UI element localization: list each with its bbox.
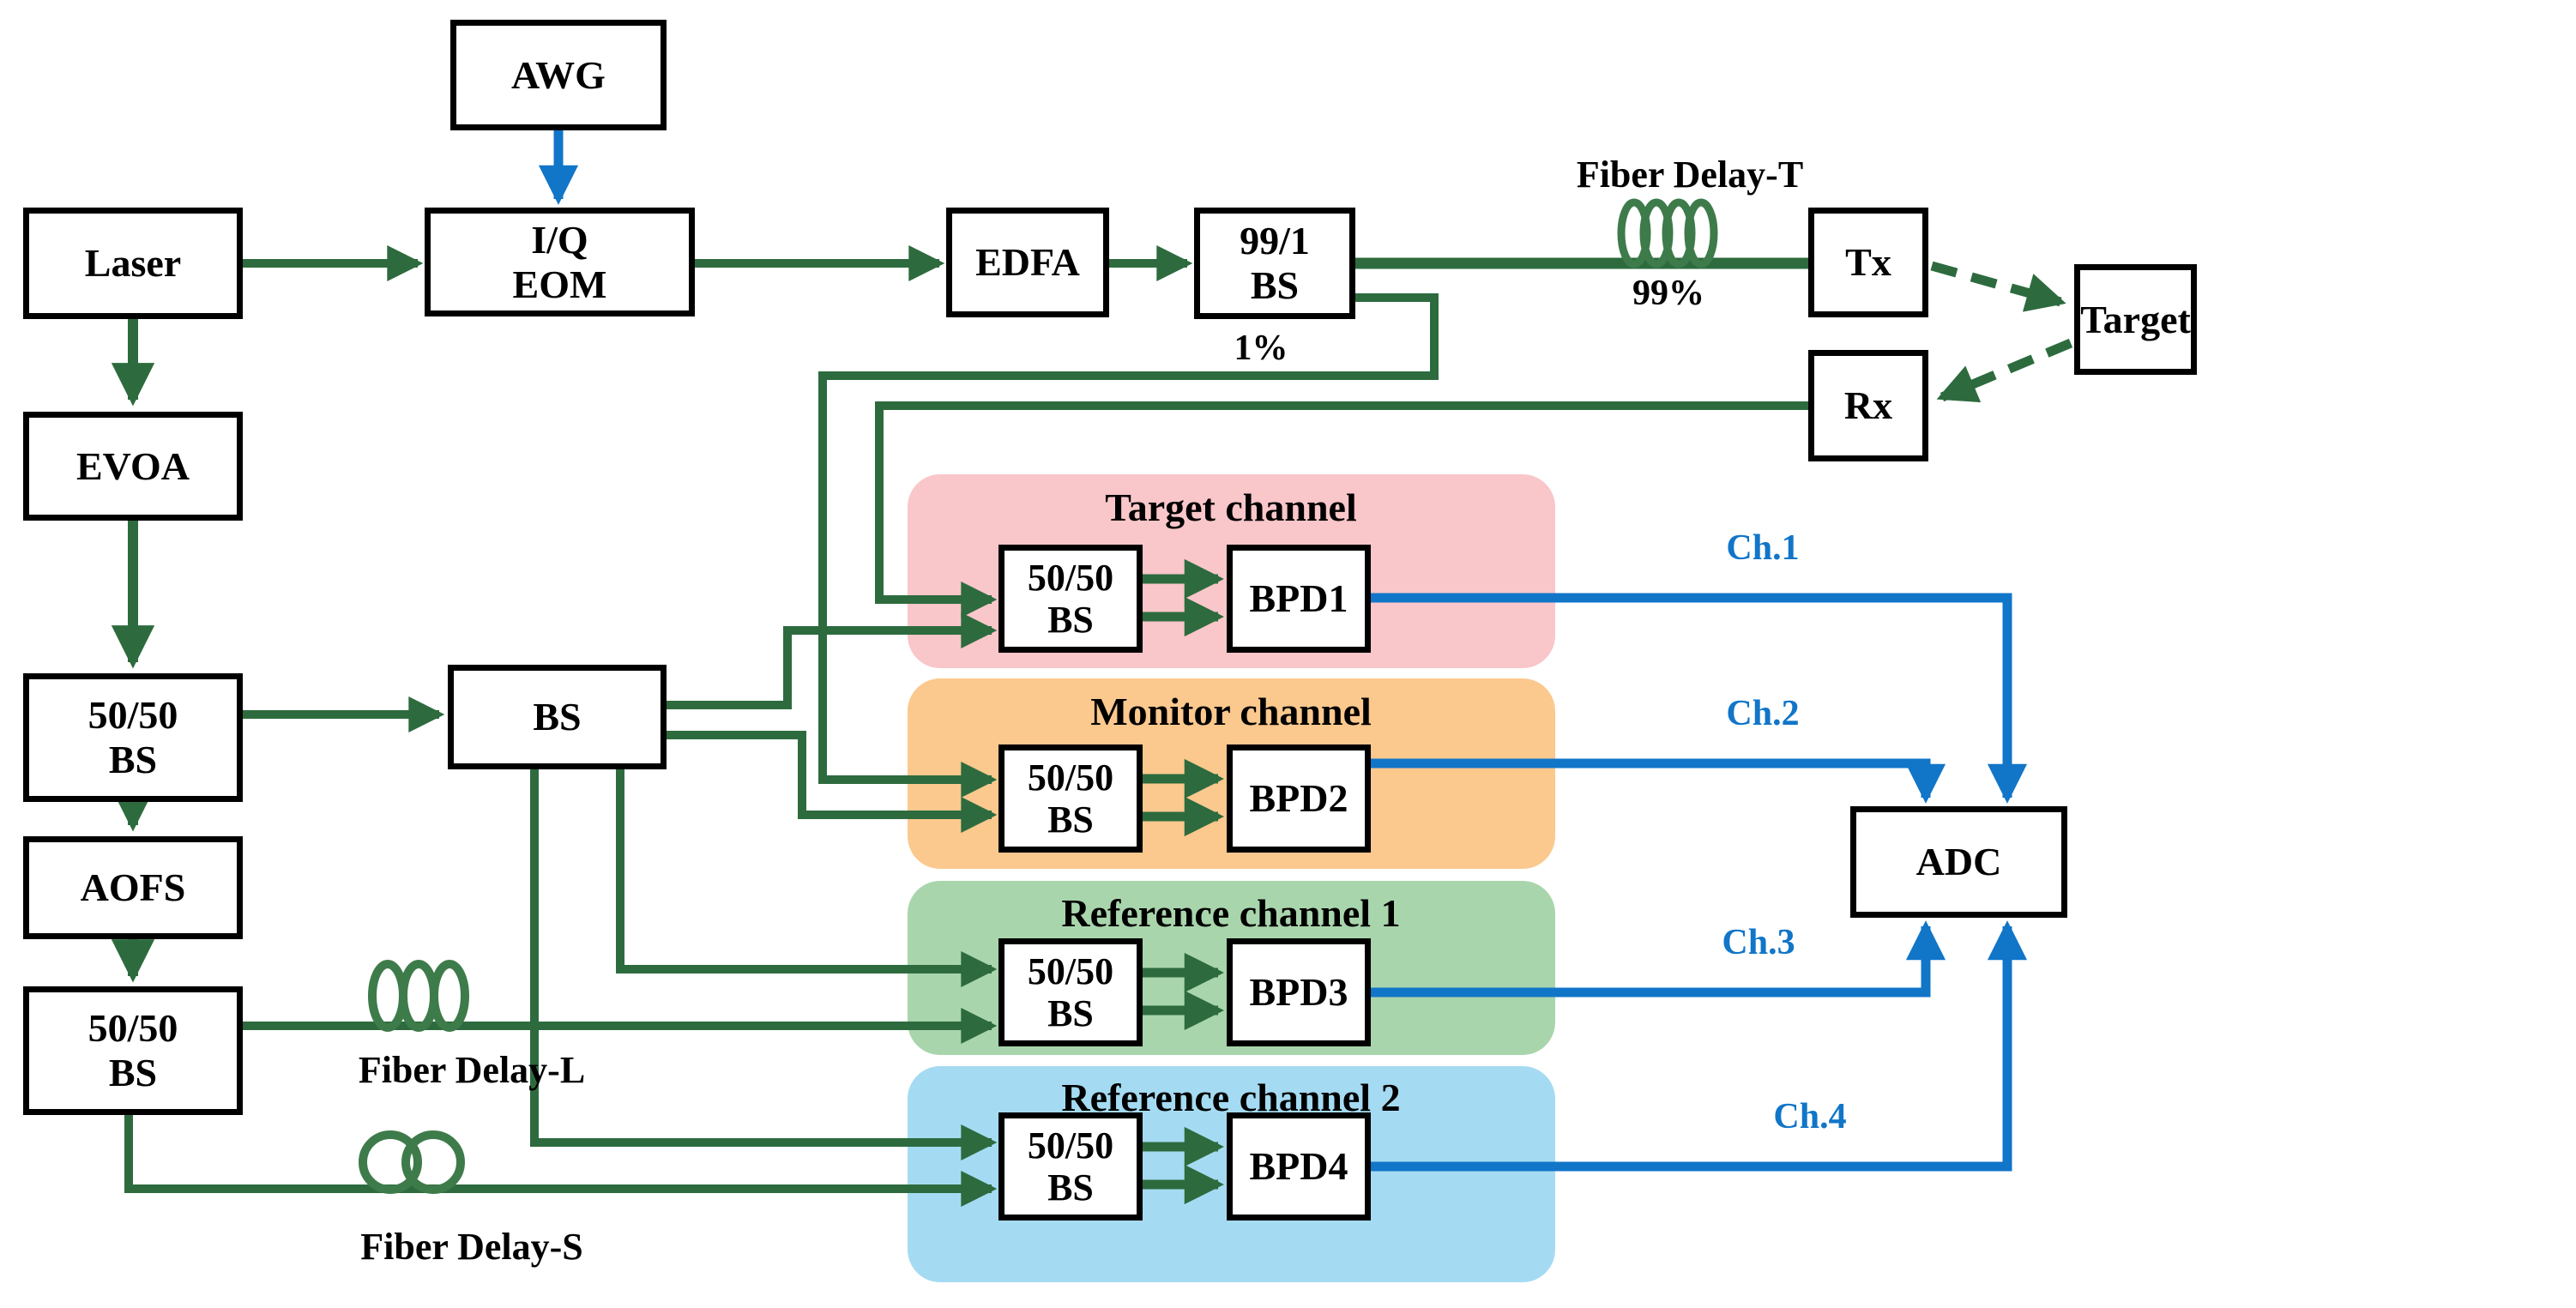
laser-block: Laser <box>23 208 243 319</box>
ch2-label: Ch.2 <box>1726 694 1800 733</box>
evoa-block: EVOA <box>23 412 243 521</box>
link-bs-to-ref1-bs <box>616 769 998 987</box>
monitor-channel-50-50-bs: 50/50 BS <box>998 744 1143 853</box>
link-bs-to-target-bs <box>667 612 998 709</box>
iq-eom-block: I/Q EOM <box>425 208 695 316</box>
split-99-percent-label: 99% <box>1632 274 1704 313</box>
fiber-delay-t-label: Fiber Delay-T <box>1576 154 1804 196</box>
aofs-block: AOFS <box>23 836 243 939</box>
link-bpd4-ch4-to-adc <box>1371 920 2028 1172</box>
edfa-block: EDFA <box>946 208 1109 317</box>
fiber-coil-t-icon <box>1617 198 1718 268</box>
target-block: Target <box>2074 264 2197 375</box>
bpd3-block: BPD3 <box>1227 938 1371 1046</box>
link-target-to-rx-dashed <box>1936 338 2073 403</box>
reference-channel-1-title: Reference channel 1 <box>1061 891 1401 935</box>
reference-channel-1-50-50-bs: 50/50 BS <box>998 938 1143 1046</box>
link-tx-to-target-dashed <box>1930 261 2066 312</box>
ch4-label: Ch.4 <box>1773 1097 1847 1136</box>
link-rx-to-target-bs <box>875 401 1808 618</box>
50-50-bs-b-block: 50/50 BS <box>23 986 243 1115</box>
99-1-bs-block: 99/1 BS <box>1194 208 1355 319</box>
split-1-percent-label: 1% <box>1234 329 1288 368</box>
bpd2-block: BPD2 <box>1227 744 1371 853</box>
target-channel-50-50-bs: 50/50 BS <box>998 545 1143 653</box>
rx-block: Rx <box>1808 350 1928 461</box>
link-bs-to-monitor-bs <box>667 731 998 833</box>
fiber-delay-l-label: Fiber Delay-L <box>358 1049 586 1091</box>
reference-channel-2-50-50-bs: 50/50 BS <box>998 1112 1143 1221</box>
reference-channel-2-title: Reference channel 2 <box>1061 1076 1401 1119</box>
link-bpd3-ch3-to-adc <box>1371 920 1946 998</box>
fiber-coil-l-icon <box>368 960 469 1032</box>
fiber-coil-s-icon <box>359 1130 465 1194</box>
link-1-percent-to-monitor-bs <box>818 293 1439 798</box>
ch3-label: Ch.3 <box>1722 923 1795 962</box>
50-50-bs-a-block: 50/50 BS <box>23 673 243 802</box>
awg-block: AWG <box>450 20 667 130</box>
adc-block: ADC <box>1850 806 2067 918</box>
bpd1-block: BPD1 <box>1227 545 1371 653</box>
link-bs-to-ref2-bs <box>530 769 998 1160</box>
link-bpd2-ch2-to-adc <box>1371 758 1946 804</box>
ch1-label: Ch.1 <box>1726 528 1800 568</box>
fiber-delay-s-label: Fiber Delay-S <box>360 1226 583 1268</box>
link-bpd1-ch1-to-adc <box>1371 593 2028 804</box>
link-fiber-delay-s-to-ref2-bs <box>124 1115 998 1207</box>
target-channel-title: Target channel <box>1105 485 1357 529</box>
bpd4-block: BPD4 <box>1227 1112 1371 1221</box>
tx-block: Tx <box>1808 208 1928 317</box>
monitor-channel-title: Monitor channel <box>1090 690 1372 733</box>
bs-center-block: BS <box>448 665 667 769</box>
